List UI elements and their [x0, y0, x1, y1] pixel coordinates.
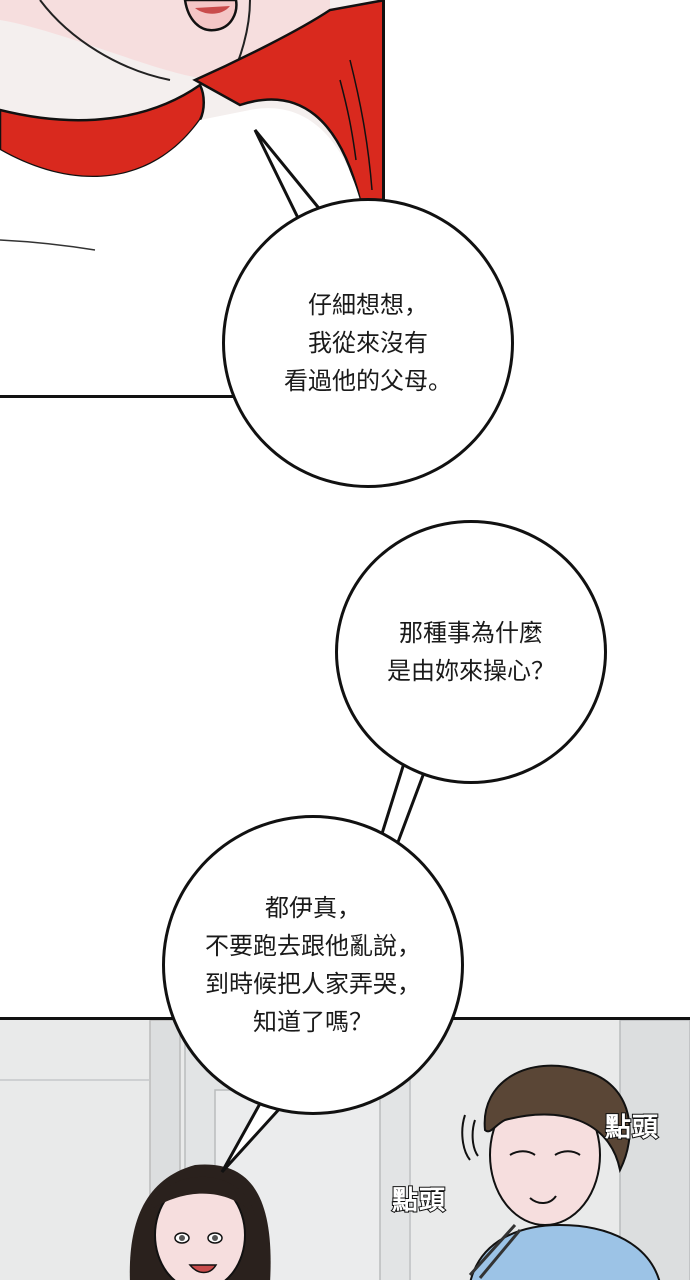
speech-bubble-3-text: 都伊真， 不要跑去跟他亂說， 到時候把人家弄哭， 知道了嗎？	[205, 894, 421, 1036]
sfx-nod-right: 點頭	[604, 1112, 660, 1144]
speech-bubble-3: 都伊真， 不要跑去跟他亂說， 到時候把人家弄哭， 知道了嗎？	[162, 815, 464, 1115]
speech-bubble-1-text: 仔細想想， 我從來沒有 看過他的父母。	[284, 291, 452, 395]
red-collar-left	[0, 83, 205, 179]
speech-bubble-2: 那種事為什麼 是由妳來操心？	[335, 520, 607, 784]
woman-character	[129, 1164, 271, 1280]
sfx-nod-left: 點頭	[391, 1185, 447, 1217]
speech-bubble-1: 仔細想想， 我從來沒有 看過他的父母。	[222, 198, 514, 488]
man-character	[461, 1064, 661, 1280]
speech-bubble-2-text: 那種事為什麼 是由妳來操心？	[387, 619, 555, 685]
